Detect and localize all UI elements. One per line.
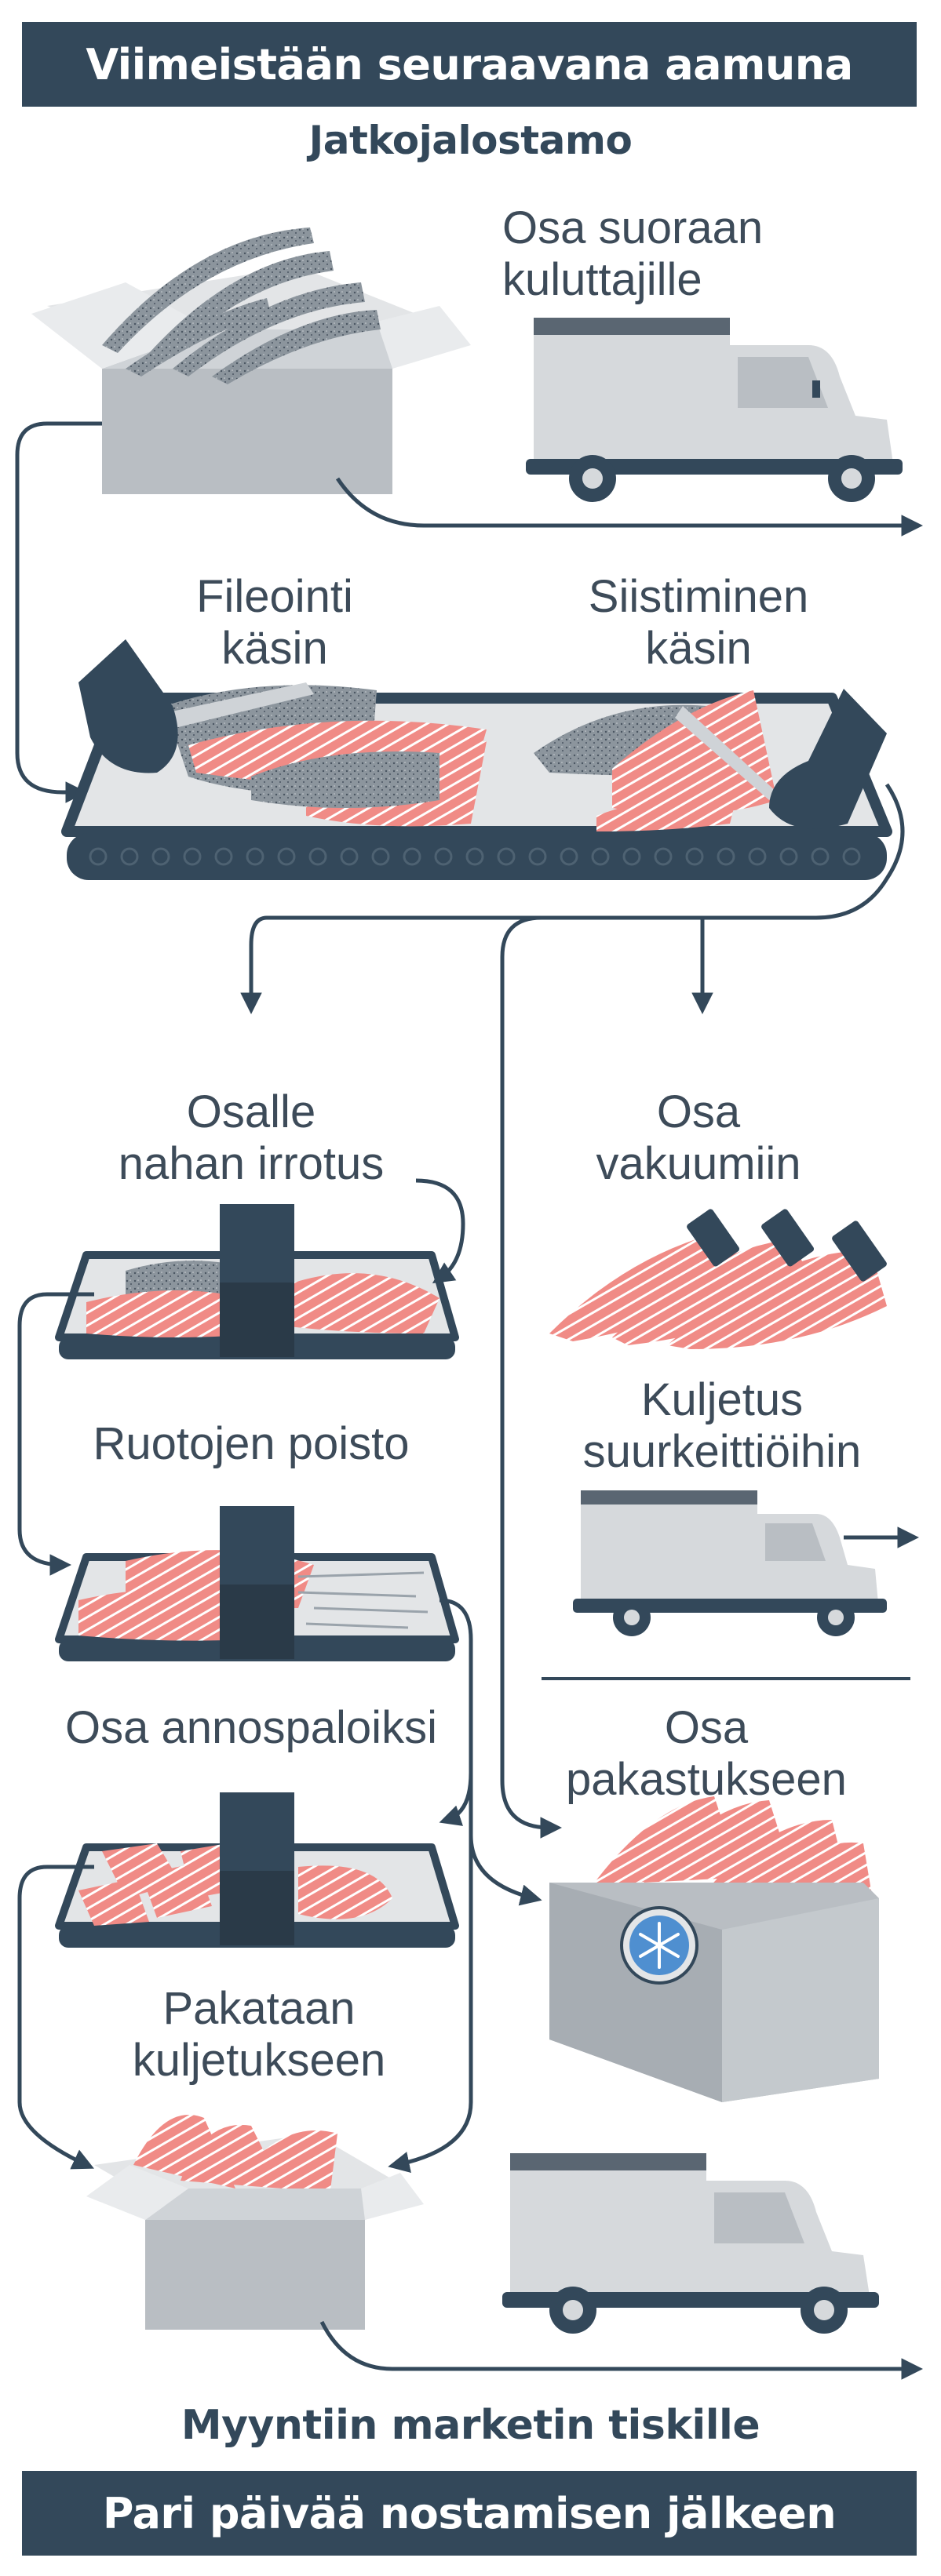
arrow-to-bone-removal [17, 1292, 94, 1576]
label-portions: Osa annospaloiksi [65, 1702, 437, 1753]
vacuum-packs-icon [549, 1209, 887, 1349]
label-bone-removal: Ruotojen poisto [93, 1418, 410, 1469]
arrow-to-portions [439, 1598, 473, 1826]
snowflake-icon [639, 1922, 680, 1969]
arrow-crate-to-truck [335, 477, 923, 537]
filleting-conveyor-icon [61, 639, 892, 880]
bottom-banner-text: Pari päivää nostamisen jälkeen [102, 2488, 837, 2538]
delivery-van-icon [526, 318, 903, 502]
delivery-van-icon [573, 1490, 887, 1636]
skin-removal-machine-icon [55, 1204, 459, 1359]
delivery-van-icon [502, 2153, 879, 2334]
arrow-bone-to-packing [388, 1828, 473, 2174]
bottom-banner: Pari päivää nostamisen jälkeen [22, 2471, 917, 2556]
arrow-to-freezing [500, 915, 562, 1839]
bone-removal-machine-icon [55, 1506, 459, 1661]
market-sale-title: Myyntiin marketin tiskille [181, 2402, 760, 2449]
arrow-to-market [319, 2320, 923, 2380]
portioning-machine-icon [55, 1792, 459, 1948]
top-banner: Viimeistään seuraavana aamuna [22, 22, 917, 107]
processing-plant-title: Jatkojalostamo [308, 118, 633, 163]
arrow-to-skin-removal [240, 783, 905, 1014]
arrow-crate-to-table [15, 421, 102, 803]
packing-box-icon [86, 2115, 424, 2330]
arrow-to-packing [17, 1865, 94, 2170]
freezer-box-icon [549, 1796, 879, 2102]
fish-crate-icon [31, 227, 471, 494]
top-banner-text: Viimeistään seuraavana aamuna [86, 39, 853, 89]
arrow-into-skin-removal [415, 1178, 465, 1284]
